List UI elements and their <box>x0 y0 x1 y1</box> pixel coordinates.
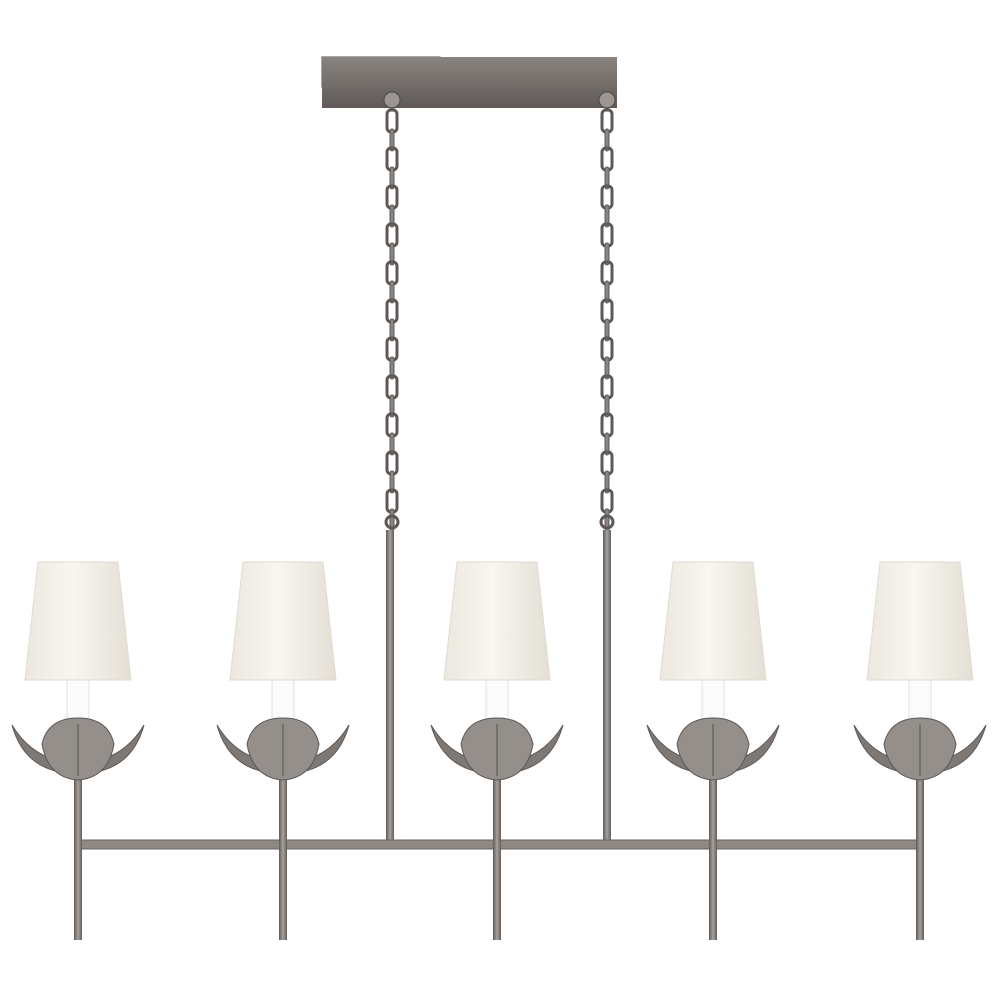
chain-link <box>389 280 395 304</box>
chain-link <box>389 432 395 456</box>
lamp <box>216 561 350 940</box>
lamp-shade <box>866 561 974 681</box>
chain-link <box>389 318 395 342</box>
chain-link <box>604 242 610 266</box>
lamp-shade <box>24 561 132 681</box>
chain-link <box>604 432 610 456</box>
canopy-plate <box>322 57 617 108</box>
lamp-arm <box>916 775 924 940</box>
chain-link <box>604 356 610 380</box>
chains <box>384 108 615 532</box>
chain-link <box>389 242 395 266</box>
chain-link <box>389 204 395 228</box>
canopy-loop-left <box>383 91 401 109</box>
chain-link <box>389 166 395 190</box>
chain-link <box>389 356 395 380</box>
canopy-loop-right <box>598 91 616 109</box>
chain-link <box>604 166 610 190</box>
chain-link <box>389 128 395 152</box>
lamp <box>853 561 987 940</box>
chain-hook <box>599 514 615 530</box>
vertical-rod <box>603 530 611 842</box>
chain-link <box>604 128 610 152</box>
chain-link <box>604 280 610 304</box>
lamp-shade <box>229 561 337 681</box>
lamp-shade <box>443 561 551 681</box>
chain-link <box>604 204 610 228</box>
chain-link <box>604 394 610 418</box>
vertical-rod <box>386 530 394 842</box>
lamp-arm <box>709 775 717 940</box>
chain-link <box>604 318 610 342</box>
chain-hook <box>384 514 400 530</box>
lamp <box>646 561 780 940</box>
lamps <box>11 561 987 940</box>
lamp-arm <box>74 775 82 940</box>
lamp-arm <box>279 775 287 940</box>
chain-link <box>604 470 610 494</box>
lamp-arm <box>493 775 501 940</box>
lamp <box>430 561 564 940</box>
chain-link <box>389 470 395 494</box>
chain-link <box>389 394 395 418</box>
lamp-shade <box>659 561 767 681</box>
lamp <box>11 561 145 940</box>
